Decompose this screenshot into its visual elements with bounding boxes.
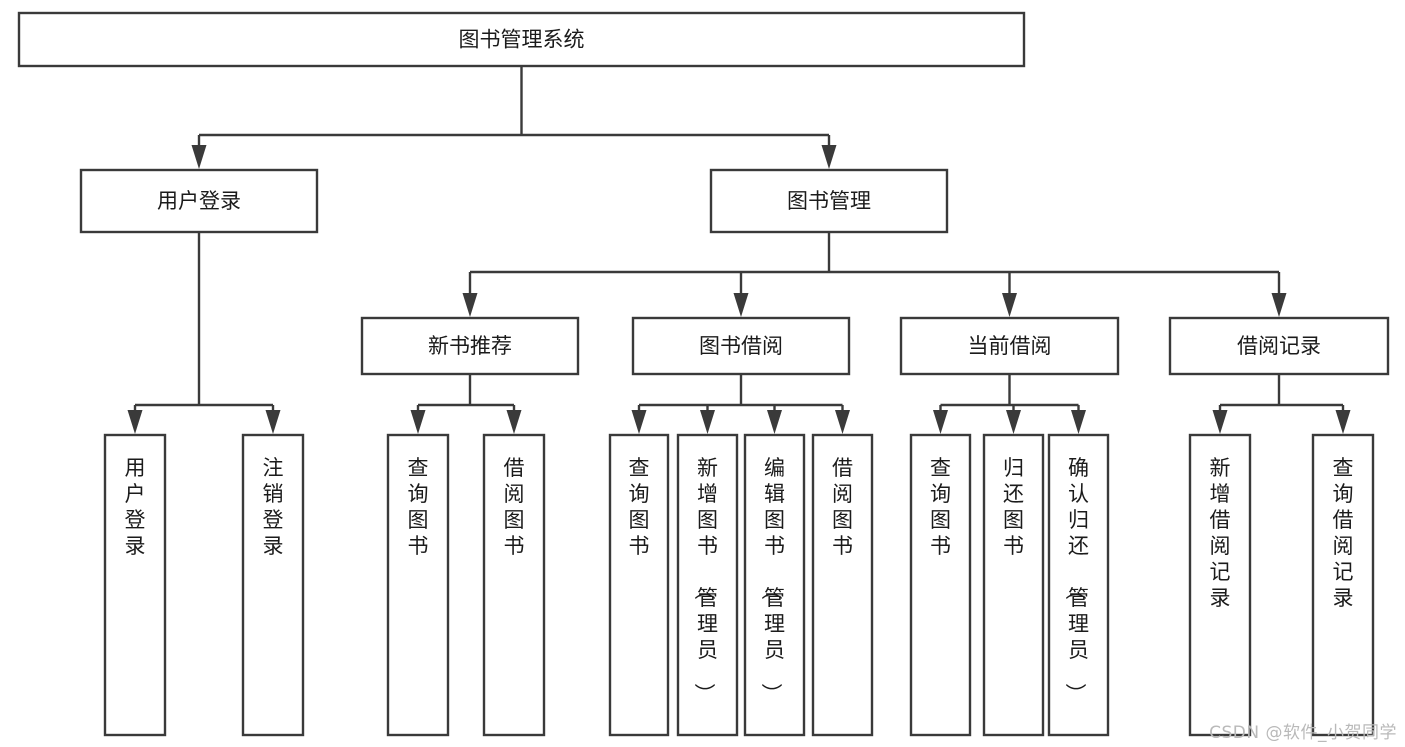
node-label-records: 借阅记录 — [1237, 334, 1321, 358]
arrow-head-icon — [767, 410, 782, 434]
node-leaf-query-book-1[interactable]: 查询图书 — [386, 433, 450, 737]
node-borrow[interactable]: 图书借阅 — [631, 316, 851, 376]
connector-group-newbook — [410, 374, 522, 434]
arrow-head-icon — [506, 410, 522, 434]
node-leaf-borrow-book-1[interactable]: 借阅图书 — [482, 433, 546, 737]
node-leaf-add-book[interactable]: 新增图书（管理员） — [676, 433, 739, 737]
node-leaf-return-book[interactable]: 归还图书 — [982, 433, 1045, 737]
node-box-leaf-return-book[interactable] — [982, 433, 1045, 737]
node-label-leaf-query-book-3: 查询图书 — [930, 456, 951, 558]
connector-layer — [127, 66, 1351, 434]
node-label-borrow: 图书借阅 — [699, 334, 783, 358]
node-root[interactable]: 图书管理系统 — [17, 11, 1026, 68]
node-label-leaf-add-record: 新增借阅记录 — [1210, 456, 1231, 610]
node-box-newbook[interactable] — [360, 316, 580, 376]
node-box-bookmgmt[interactable] — [709, 168, 949, 234]
arrow-head-icon — [1006, 410, 1021, 434]
node-leaf-query-book-2[interactable]: 查询图书 — [608, 433, 670, 737]
node-box-leaf-add-record[interactable] — [1188, 433, 1252, 737]
node-label-leaf-query-book-2: 查询图书 — [629, 456, 650, 558]
arrow-head-icon — [1002, 293, 1017, 317]
node-bookmgmt[interactable]: 图书管理 — [709, 168, 949, 234]
node-box-leaf-confirm-return[interactable] — [1047, 433, 1110, 737]
node-box-leaf-logout[interactable] — [241, 433, 305, 737]
connector-group-current — [933, 374, 1086, 434]
connector-group-login — [127, 232, 281, 434]
node-box-leaf-user-login[interactable] — [103, 433, 167, 737]
node-box-leaf-query-book-2[interactable] — [608, 433, 670, 737]
node-label-root: 图书管理系统 — [459, 28, 585, 52]
node-leaf-add-record[interactable]: 新增借阅记录 — [1188, 433, 1252, 737]
node-box-borrow[interactable] — [631, 316, 851, 376]
arrow-head-icon — [933, 410, 948, 434]
arrow-head-icon — [1335, 410, 1351, 434]
node-label-leaf-borrow-book-2: 借阅图书 — [832, 456, 853, 558]
arrow-head-icon — [835, 410, 850, 434]
arrow-head-icon — [462, 293, 478, 317]
arrow-head-icon — [733, 293, 749, 317]
arrow-head-icon — [265, 410, 281, 434]
node-label-bookmgmt: 图书管理 — [787, 189, 871, 213]
arrow-head-icon — [1071, 410, 1086, 434]
node-box-leaf-query-book-1[interactable] — [386, 433, 450, 737]
node-leaf-confirm-return[interactable]: 确认归还（管理员） — [1047, 433, 1110, 737]
connector-group-root — [191, 66, 837, 169]
node-newbook[interactable]: 新书推荐 — [360, 316, 580, 376]
node-label-leaf-edit-book: 编辑图书（管理员） — [759, 456, 785, 704]
node-leaf-query-book-3[interactable]: 查询图书 — [909, 433, 972, 737]
node-label-leaf-query-book-1: 查询图书 — [408, 456, 429, 558]
node-label-leaf-logout: 注销登录 — [263, 456, 284, 558]
node-label-leaf-add-book: 新增图书（管理员） — [692, 456, 718, 704]
node-label-current: 当前借阅 — [968, 334, 1052, 358]
node-box-records[interactable] — [1168, 316, 1390, 376]
node-leaf-query-record[interactable]: 查询借阅记录 — [1311, 433, 1375, 737]
arrow-head-icon — [631, 410, 647, 434]
arrow-head-icon — [1212, 410, 1228, 434]
node-login[interactable]: 用户登录 — [79, 168, 319, 234]
node-box-leaf-add-book[interactable] — [676, 433, 739, 737]
node-box-leaf-borrow-book-1[interactable] — [482, 433, 546, 737]
node-records[interactable]: 借阅记录 — [1168, 316, 1390, 376]
node-box-leaf-borrow-book-2[interactable] — [811, 433, 874, 737]
node-box-root[interactable] — [17, 11, 1026, 68]
node-leaf-edit-book[interactable]: 编辑图书（管理员） — [743, 433, 806, 737]
node-leaf-user-login[interactable]: 用户登录 — [103, 433, 167, 737]
node-current[interactable]: 当前借阅 — [899, 316, 1120, 376]
node-box-leaf-edit-book[interactable] — [743, 433, 806, 737]
connector-group-records — [1212, 374, 1351, 434]
arrow-head-icon — [127, 410, 143, 434]
node-label-leaf-query-record: 查询借阅记录 — [1333, 456, 1354, 610]
arrow-head-icon — [191, 145, 207, 169]
node-label-leaf-return-book: 归还图书 — [1003, 456, 1024, 558]
node-label-leaf-borrow-book-1: 借阅图书 — [504, 456, 525, 558]
node-label-login: 用户登录 — [157, 189, 241, 213]
arrow-head-icon — [821, 145, 837, 169]
arrow-head-icon — [1271, 293, 1287, 317]
connector-group-bookmgmt — [462, 232, 1287, 317]
node-label-newbook: 新书推荐 — [428, 334, 512, 358]
node-leaf-logout[interactable]: 注销登录 — [241, 433, 305, 737]
node-label-leaf-user-login: 用户登录 — [125, 456, 146, 558]
arrow-head-icon — [410, 410, 426, 434]
connector-group-borrow — [631, 374, 850, 434]
node-box-login[interactable] — [79, 168, 319, 234]
node-box-leaf-query-record[interactable] — [1311, 433, 1375, 737]
node-label-leaf-confirm-return: 确认归还（管理员） — [1063, 456, 1089, 704]
node-box-leaf-query-book-3[interactable] — [909, 433, 972, 737]
node-layer: 图书管理系统用户登录图书管理新书推荐图书借阅当前借阅借阅记录用户登录注销登录查询… — [17, 11, 1390, 737]
arrow-head-icon — [700, 410, 715, 434]
node-leaf-borrow-book-2[interactable]: 借阅图书 — [811, 433, 874, 737]
node-box-current[interactable] — [899, 316, 1120, 376]
